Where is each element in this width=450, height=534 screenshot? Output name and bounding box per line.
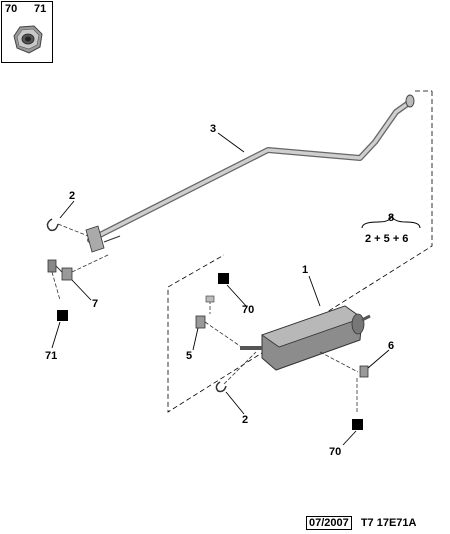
marker-71 <box>57 310 68 321</box>
marker-70-lower <box>352 419 363 430</box>
callout-3: 3 <box>210 123 217 135</box>
callout-7: 7 <box>92 298 99 310</box>
callout-8-composition: 2 + 5 + 6 <box>365 233 409 245</box>
clamp-ring-upper <box>46 218 89 237</box>
hanger-6 <box>319 351 369 412</box>
callout-70-lower: 70 <box>329 446 342 458</box>
item-8-brace <box>361 214 421 229</box>
callout-5: 5 <box>186 350 193 362</box>
parts-legend-inset: 70 71 <box>1 1 53 63</box>
flange-nut-icon <box>13 25 43 54</box>
clamp-ring-lower <box>215 351 257 393</box>
drawing-reference-footer: 07/2007 T7 17E71A <box>306 516 417 531</box>
leader-lines <box>51 132 390 446</box>
marker-70-upper <box>218 273 229 284</box>
rubber-mount-7 <box>47 253 111 301</box>
callout-8: 8 <box>388 212 395 224</box>
callout-6: 6 <box>388 340 395 352</box>
callout-71: 71 <box>45 350 58 362</box>
callout-70-upper: 70 <box>242 304 255 316</box>
front-pipe <box>87 94 415 243</box>
footer-date: 07/2007 <box>306 516 352 530</box>
pipe-front-flange <box>85 225 121 253</box>
group-outline <box>167 90 433 413</box>
callout-2-upper: 2 <box>69 190 76 202</box>
footer-ref: T7 17E71A <box>360 517 417 529</box>
inset-label-71: 71 <box>34 3 47 15</box>
rear-muffler <box>240 305 371 371</box>
callout-2-lower: 2 <box>242 414 249 426</box>
callout-1: 1 <box>302 264 309 276</box>
inset-label-70: 70 <box>5 3 18 15</box>
hanger-5 <box>195 295 241 347</box>
